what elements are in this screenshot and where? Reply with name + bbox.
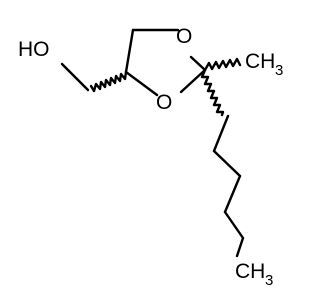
wavy-bond-c2-methyl — [203, 57, 242, 72]
ring-oxygen-top-label: O — [176, 25, 192, 48]
methyl-top-subscript: 3 — [275, 62, 283, 79]
methyl-top-label: CH 3 — [245, 50, 283, 79]
hydroxymethyl-group — [60, 62, 128, 93]
c2-substituents — [200, 57, 242, 117]
methyl-bottom-text: CH — [235, 260, 265, 283]
bond-pentyl-3 — [223, 174, 242, 214]
bond-o3-c4 — [124, 70, 159, 97]
bond-pentyl-2 — [212, 149, 242, 178]
wavy-bond-c2-pentyl — [200, 68, 225, 117]
ring-oxygen-bottom-label: O — [156, 91, 172, 114]
bond-o1-c2 — [189, 55, 207, 72]
bond-pentyl-4 — [223, 210, 245, 240]
bond-pentyl-5 — [235, 236, 245, 258]
hydroxyl-label: HO — [18, 38, 50, 61]
methyl-top-text: CH — [245, 50, 275, 73]
bond-ch2-oh — [60, 62, 90, 92]
bond-c2-o3 — [179, 68, 207, 94]
methyl-bottom-label: CH 3 — [235, 260, 273, 289]
pentyl-chain — [212, 114, 245, 258]
bond-pentyl-1 — [212, 114, 230, 153]
molecule-structure: HO O O CH 3 CH 3 — [18, 25, 283, 289]
bond-c5-c4 — [124, 28, 135, 74]
dioxolane-ring — [124, 28, 207, 97]
wavy-bond-c4-ch2 — [89, 70, 128, 93]
methyl-bottom-subscript: 3 — [265, 272, 273, 289]
